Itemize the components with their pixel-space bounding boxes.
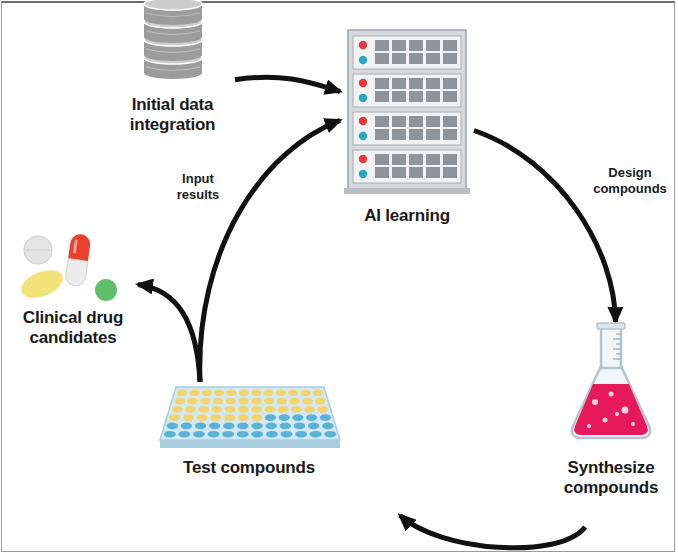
node-label: Initial data integration [110,95,235,135]
node-label: Clinical drug candidates [8,308,138,348]
illustration [110,0,240,80]
node-label: Synthesize compounds [555,458,667,498]
node-label: AI learning [340,206,474,226]
arrow-label: Input results [160,170,236,204]
well-plate-node: Test compounds [150,382,400,527]
cycle-arrow [138,285,200,383]
flask-node: Synthesize compounds [555,322,667,527]
cycle-arrow [200,120,340,382]
illustration [150,382,350,452]
pills-node: Clinical drug candidates [8,232,138,357]
illustration [8,232,138,304]
database-node: Initial data integration [110,0,235,145]
cycle-arrow [474,131,616,323]
node-label: Test compounds [150,458,348,478]
illustration [555,322,667,442]
illustration [340,28,474,198]
ai-server-node: AI learning [340,28,474,233]
arrow-label: Design compounds [586,164,674,198]
cycle-arrow [235,77,340,91]
cycle-arrow [400,515,585,547]
